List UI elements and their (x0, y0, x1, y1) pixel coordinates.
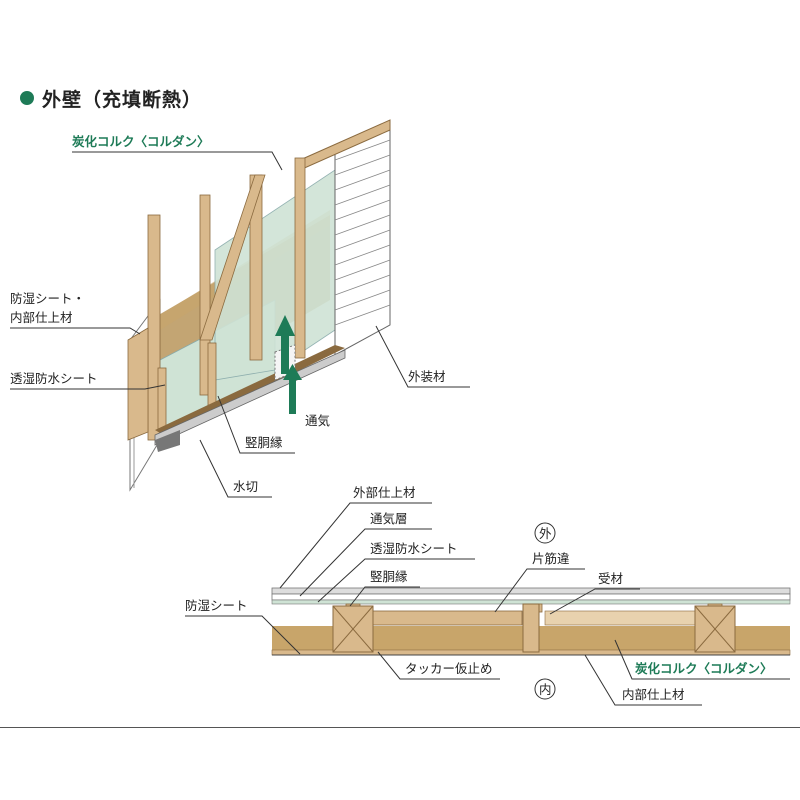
leader-breathable-sheet (10, 384, 166, 390)
label-furring: 竪胴縁 (245, 435, 283, 450)
title-row: 外壁（充填断熱） (20, 84, 202, 112)
label-cork-top: 炭化コルク〈コルダン〉 (72, 134, 210, 149)
bullet-dot-icon (20, 91, 34, 105)
wall-section (271, 587, 791, 656)
label-brace: 片筋違 (532, 551, 570, 566)
wall-3d (127, 119, 391, 492)
label-breathable-sheet-sec: 透湿防水シート (370, 541, 458, 556)
wall-3d-labels: 炭化コルク〈コルダン〉 防湿シート・ 内部仕上材 透湿防水シート 外装材 通気 … (10, 134, 470, 498)
vent-layer (271, 593, 791, 601)
inside-marker (534, 678, 556, 700)
leader-cork-top (72, 151, 283, 171)
leader-furring-sec (349, 586, 420, 607)
label-furring-sec: 竪胴縁 (370, 569, 408, 584)
label-cork-sec: 炭化コルク〈コルダン〉 (635, 661, 773, 676)
bottom-divider (0, 727, 800, 728)
leader-breathable-sheet-sec (317, 558, 475, 603)
label-exterior-finish: 外部仕上材 (353, 485, 416, 500)
brace-band (371, 610, 523, 626)
label-vapor-barrier-sec: 防湿シート (185, 598, 248, 613)
label-vapor-barrier-1: 防湿シート・ (10, 291, 85, 306)
breathable-sheet-layer (271, 599, 791, 605)
label-outside: 外 (539, 526, 552, 541)
stud-4 (294, 157, 306, 359)
label-interior-finish: 内部仕上材 (622, 687, 685, 702)
leader-receiver (549, 588, 640, 615)
leader-vapor-barrier-sec (185, 615, 301, 655)
flashing-end (155, 430, 180, 452)
leader-furring (217, 395, 295, 454)
diagonal-brace (199, 174, 266, 341)
leader-brace (494, 568, 585, 613)
section-posts (332, 603, 736, 653)
label-breathable-sheet: 透湿防水シート (10, 371, 98, 386)
stud-1 (147, 214, 161, 441)
siding-lines (334, 139, 391, 326)
stud-2 (199, 194, 211, 396)
stud-mid (522, 603, 540, 653)
leader-cork-sec (614, 639, 790, 680)
label-ventilation: 通気 (305, 413, 330, 428)
leader-vapor-barrier (10, 327, 141, 335)
interior-board (127, 327, 149, 441)
leader-interior-finish (584, 654, 702, 706)
sill (155, 345, 345, 436)
exterior-finish-layer (271, 587, 791, 595)
label-vapor-barrier-2: 内部仕上材 (10, 310, 73, 325)
leader-vent-layer (299, 528, 432, 597)
label-exterior: 外装材 (408, 369, 446, 384)
leader-exterior-finish (279, 502, 432, 589)
receiver-band (544, 610, 696, 626)
leader-tacker (377, 651, 500, 680)
section-labels: 外部仕上材 通気層 透湿防水シート 竪胴縁 外 片筋違 受材 防湿シート タッカ… (185, 485, 790, 706)
leader-flashing (199, 439, 272, 498)
studs (147, 157, 306, 441)
outside-marker (534, 522, 556, 544)
page-title: 外壁（充填断熱） (42, 88, 203, 111)
leader-exterior (375, 325, 470, 388)
label-vent-layer: 通気層 (370, 511, 408, 526)
label-tacker: タッカー仮止め (405, 661, 493, 676)
label-receiver: 受材 (598, 571, 623, 586)
ventilation-arrow-icon (275, 315, 302, 414)
label-inside: 内 (539, 682, 552, 697)
label-flashing: 水切 (233, 479, 258, 494)
